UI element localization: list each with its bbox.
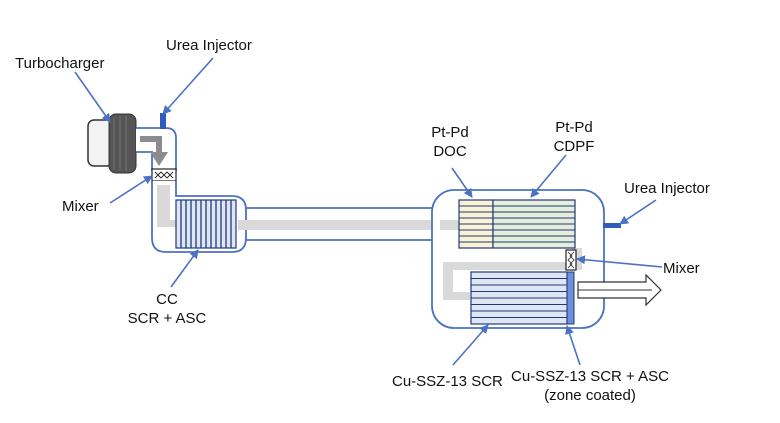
cdpf-brick-channels bbox=[493, 205, 575, 243]
mixer-left-pattern bbox=[154, 171, 174, 179]
label-urea-injector-right: Urea Injector bbox=[624, 180, 710, 197]
label-turbocharger: Turbocharger bbox=[15, 55, 105, 72]
turbocharger-icon bbox=[87, 113, 137, 174]
doc-brick-channels bbox=[459, 205, 493, 243]
urea-injector-top-icon bbox=[160, 113, 166, 129]
mixer-right-icon bbox=[565, 249, 577, 271]
label-cu-ssz-scr-asc-line2: (zone coated) bbox=[544, 387, 636, 404]
turbo-flow-arrow bbox=[140, 136, 168, 166]
main-module-flow bbox=[440, 220, 582, 300]
label-cdpf: Pt-Pd CDPF bbox=[539, 118, 609, 156]
label-cc-line2: SCR + ASC bbox=[127, 310, 207, 327]
cc-flow-arrow bbox=[157, 185, 176, 227]
mixer-right-pattern bbox=[567, 251, 575, 269]
label-doc: Pt-Pd DOC bbox=[415, 123, 485, 161]
label-cu-ssz-scr-asc: Cu-SSZ-13 SCR + ASC (zone coated) bbox=[510, 367, 670, 405]
label-doc-line2: DOC bbox=[433, 143, 467, 160]
connecting-pipe bbox=[246, 207, 440, 241]
asc-zone-coat bbox=[566, 271, 575, 325]
label-mixer-right: Mixer bbox=[663, 260, 700, 277]
connecting-pipe-flow bbox=[238, 220, 456, 230]
label-doc-line1: Pt-Pd bbox=[431, 124, 469, 141]
cc-brick-channels bbox=[180, 200, 232, 248]
label-cu-ssz-scr-asc-line1: Cu-SSZ-13 SCR + ASC bbox=[511, 368, 669, 385]
label-cdpf-line1: Pt-Pd bbox=[555, 119, 593, 136]
label-cdpf-line2: CDPF bbox=[553, 138, 595, 155]
scr-brick-channels bbox=[471, 277, 567, 319]
label-cc: CC SCR + ASC bbox=[112, 290, 222, 328]
label-urea-injector-top: Urea Injector bbox=[166, 37, 252, 54]
leader-lines bbox=[74, 57, 663, 366]
label-cc-line1: CC bbox=[156, 291, 178, 308]
urea-injector-right-icon bbox=[603, 223, 621, 228]
label-cu-ssz-scr: Cu-SSZ-13 SCR bbox=[392, 373, 503, 390]
label-mixer-left: Mixer bbox=[62, 198, 99, 215]
